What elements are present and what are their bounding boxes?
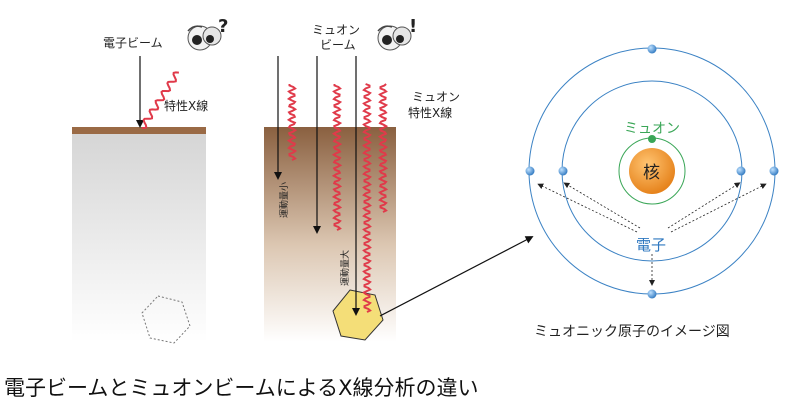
atom-caption: ミュオニック原子のイメージ図 — [534, 324, 730, 340]
muon-beam-panel: ミュオン ビーム ミュオン 特性X線 運動量小 運動量大 ! — [264, 16, 460, 342]
muon-label: ミュオン — [624, 121, 680, 137]
nucleus-label: 核 — [643, 163, 660, 183]
electron-outer-left — [525, 166, 535, 176]
figure-caption: 電子ビームとミュオンビームによるX線分析の違い — [4, 376, 479, 400]
electron-pointer-4 — [670, 183, 767, 233]
exclamation-mark: ! — [409, 16, 417, 37]
muon-xray-wave-1 — [286, 84, 298, 161]
muon-xray-wave-4 — [377, 83, 389, 213]
electron-beam-label: 電子ビーム — [103, 36, 163, 50]
electron-inner-left — [558, 166, 568, 176]
muon-dot — [648, 135, 656, 143]
muon-xray-label-line1: ミュオン — [412, 90, 460, 104]
muon-xray-wave-3 — [362, 83, 372, 313]
muon-beam-label-line1: ミュオン — [312, 23, 360, 37]
momentum-large-label: 運動量大 — [339, 250, 351, 286]
question-mark: ? — [218, 16, 228, 37]
muon-beam-label-line2: ビーム — [320, 38, 356, 52]
electron-pointer-3 — [667, 182, 741, 229]
electron-beam-panel: 電子ビーム 特性X線 ? — [72, 16, 228, 344]
electron-pointer-1 — [537, 183, 638, 233]
electron-bottom — [647, 289, 657, 299]
characteristic-xray-label: 特性X線 — [164, 98, 208, 113]
muon-xray-wave-2 — [331, 84, 343, 231]
electron-label: 電子 — [636, 236, 666, 254]
eyes-exclamation-icon: ! — [377, 16, 417, 51]
electron-outer-right — [769, 166, 779, 176]
momentum-small-label: 運動量小 — [279, 182, 290, 218]
zoom-arrow — [379, 236, 534, 317]
sample-surface-left — [72, 127, 206, 134]
nucleus — [629, 148, 675, 194]
electron-top — [647, 44, 657, 54]
eyes-question-icon: ? — [187, 16, 228, 51]
muon-xray-label-line2: 特性X線 — [408, 105, 452, 120]
muonic-atom-diagram: 核 ミュオン 電子 ミュオニック原子のイメージ図 — [525, 44, 779, 340]
characteristic-xray-wave-left — [142, 71, 179, 129]
electron-inner-right — [736, 166, 746, 176]
hidden-particle-outline — [141, 295, 191, 344]
sample-block-left — [72, 127, 206, 342]
